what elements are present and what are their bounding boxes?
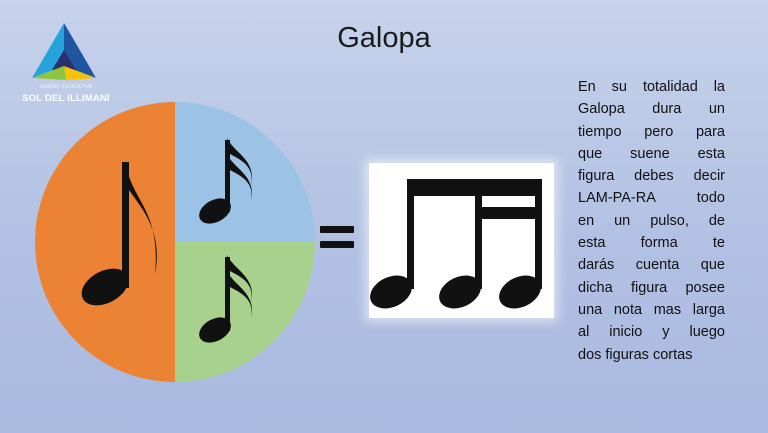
school-logo [14, 20, 114, 112]
description-line: en un pulso, de [578, 212, 725, 229]
sixteenth-note-icon [199, 255, 253, 343]
description-line: LAM-PA-RA todo [578, 190, 725, 207]
description-line: que suene esta [578, 145, 725, 162]
logo-tagline: UNIDAD EDUCATIVA [39, 84, 93, 90]
rhythm-figure-card [369, 163, 554, 318]
description-line: esta forma te [578, 235, 725, 252]
description-line: En su totalidad la [578, 79, 725, 95]
slide-title: Galopa [337, 22, 431, 54]
pie-half-segment [35, 102, 175, 382]
description-line: dicha figura posee [578, 279, 725, 296]
galopa-rhythm-icon [370, 179, 542, 309]
pie-quarter-top-segment [175, 102, 315, 242]
logo-mountain-icon [32, 23, 96, 80]
equals-icon [320, 224, 354, 252]
description-line: una nota mas larga [578, 301, 725, 318]
description-line: tiempo pero para [578, 123, 725, 140]
sixteenth-note-icon [199, 138, 253, 224]
logo-name: SOL DEL ILLIMANI [22, 93, 110, 104]
description-line: Galopa dura un [578, 101, 725, 118]
description-text: En su totalidad la Galopa dura un tiempo… [578, 76, 725, 366]
description-line: dos figuras cortas [578, 346, 693, 363]
pie-quarter-bottom-segment [175, 242, 315, 382]
description-line: al inicio y luego [578, 324, 725, 341]
description-line: figura debes decir [578, 168, 725, 185]
eighth-note-icon [81, 160, 157, 306]
description-line: darás cuenta que [578, 257, 725, 274]
note-pie-diagram [35, 102, 315, 382]
